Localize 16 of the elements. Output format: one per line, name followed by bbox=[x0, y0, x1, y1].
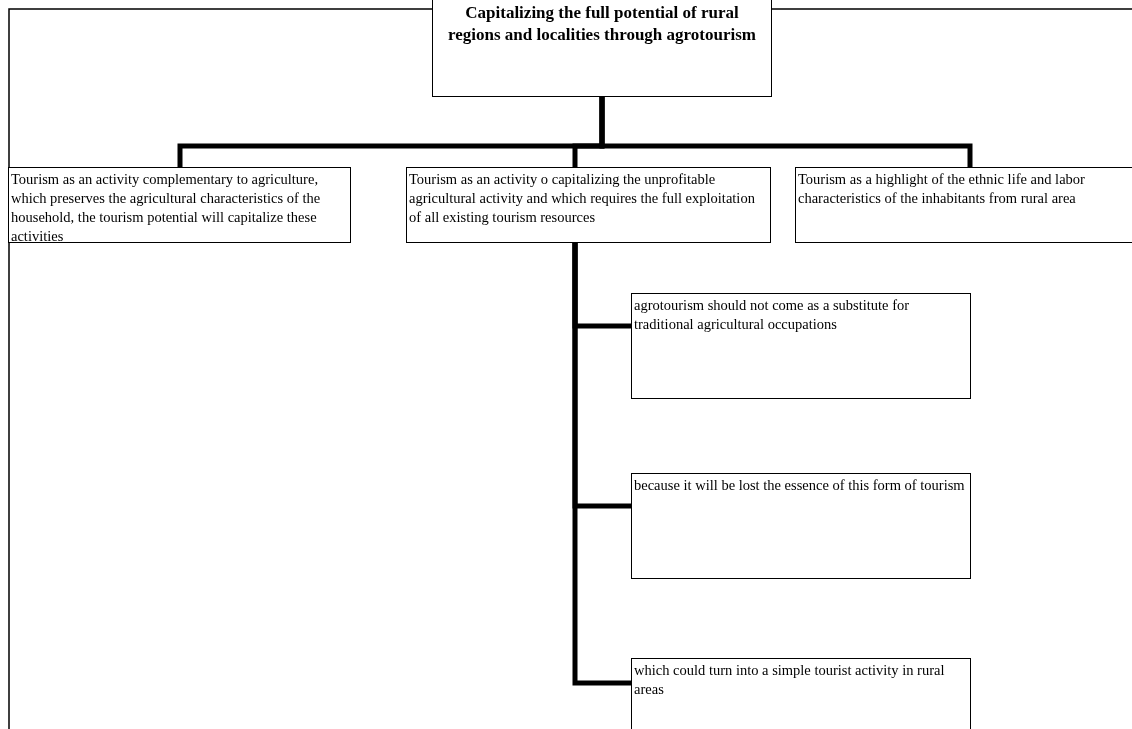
box-text: Tourism as an activity o capitalizing the unprofitable agricultural activity and which requires the full exploitation of all existing tourism resources bbox=[409, 170, 756, 227]
text-box bbox=[432, 0, 772, 97]
text-box bbox=[631, 473, 971, 579]
box-text: agrotourism should not come as a substitute for traditional agricultural occupations bbox=[634, 296, 911, 334]
box-text: Tourism as an activity complementary to agriculture, which preserves the agricultural characteristics of the household, the tourism potential will capitalize these activities bbox=[11, 170, 322, 246]
text-box bbox=[8, 167, 351, 243]
box-text: Tourism as a highlight of the ethnic life and labor characteristics of the inhabitants from rural area bbox=[798, 170, 1086, 208]
connector-line bbox=[572, 243, 631, 686]
text-box bbox=[631, 293, 971, 399]
connector-line bbox=[599, 97, 973, 167]
text-box bbox=[795, 167, 1132, 243]
heading-text: Capitalizing the full potential of rural regions and localities through agrotourism bbox=[447, 2, 757, 47]
box-text: which could turn into a simple tourist activity in rural areas bbox=[634, 661, 946, 699]
text-box bbox=[406, 167, 771, 243]
text-box bbox=[631, 658, 971, 729]
box-text: because it will be lost the essence of this form of tourism bbox=[634, 476, 965, 495]
